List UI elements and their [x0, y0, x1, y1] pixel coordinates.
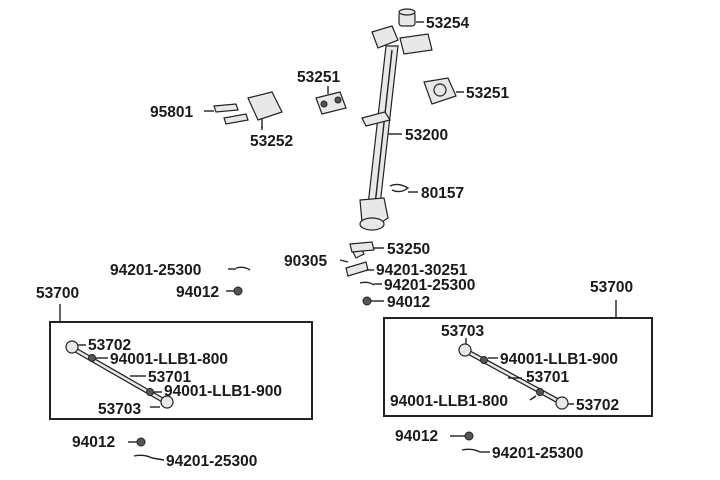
washer-94012-mid — [362, 296, 372, 306]
washer-94012-left-top — [233, 286, 243, 296]
tie-rod-box-right — [383, 317, 653, 417]
label-94012-mid: 94012 — [387, 294, 430, 311]
label-53200: 53200 — [405, 127, 448, 144]
label-94201-25300-right-bot: 94201-25300 — [492, 445, 583, 462]
label-94001-llb1-900-left: 94001-LLB1-900 — [164, 383, 282, 400]
label-94012-left-bot: 94012 — [72, 434, 115, 451]
label-94001-llb1-900-right: 94001-LLB1-900 — [500, 351, 618, 368]
leader-lines — [78, 21, 574, 461]
pin-94201-25300-top — [235, 266, 251, 271]
steering-column-53200 — [359, 25, 433, 231]
label-94001-llb1-800-right: 94001-LLB1-800 — [390, 393, 508, 410]
label-94012-right-bot: 94012 — [395, 428, 438, 445]
label-94012-left-top: 94012 — [176, 284, 219, 301]
pin-94201-25300-right-bot — [461, 448, 481, 453]
washer-94012-right-bot — [464, 431, 474, 441]
washer-94012-left-bot — [136, 437, 146, 447]
label-53702-left: 53702 — [88, 337, 131, 354]
label-90305: 90305 — [284, 253, 327, 270]
label-94201-25300-mid: 94201-25300 — [384, 277, 475, 294]
label-53700-left: 53700 — [36, 285, 79, 302]
label-80157: 80157 — [421, 185, 464, 202]
holder-53251-right — [423, 77, 457, 105]
pin-94201-25300-left-bot — [133, 454, 153, 459]
label-94001-llb1-800-left: 94001-LLB1-800 — [110, 351, 228, 368]
tie-rod-box-left — [49, 321, 313, 420]
label-53700-right: 53700 — [590, 279, 633, 296]
plate-53250 — [349, 241, 375, 253]
label-95801: 95801 — [150, 104, 193, 121]
label-53703-left: 53703 — [98, 401, 141, 418]
label-53701-right: 53701 — [526, 369, 569, 386]
pin-94201-25300-mid — [359, 281, 375, 286]
holder-53251-left — [315, 91, 347, 115]
label-53251-b: 53251 — [466, 85, 509, 102]
tie-rod-53701-right — [458, 343, 569, 410]
label-53252: 53252 — [250, 133, 293, 150]
label-53251-a: 53251 — [297, 69, 340, 86]
bracket-53252 — [247, 91, 283, 128]
label-94201-30251: 94201-30251 — [376, 262, 468, 279]
label-53254: 53254 — [426, 15, 469, 32]
label-53250: 53250 — [387, 241, 430, 258]
tie-rod-53701-left — [65, 340, 174, 409]
pin-80157 — [389, 183, 410, 193]
label-53701-left: 53701 — [148, 369, 191, 386]
bushing-53254 — [398, 8, 416, 27]
bolt-95801 — [213, 103, 249, 125]
label-53702-right: 53702 — [576, 397, 619, 414]
label-94201-25300-left-bot: 94201-25300 — [166, 453, 257, 470]
label-94201-25300-top: 94201-25300 — [110, 262, 201, 279]
label-53703-right: 53703 — [441, 323, 484, 340]
